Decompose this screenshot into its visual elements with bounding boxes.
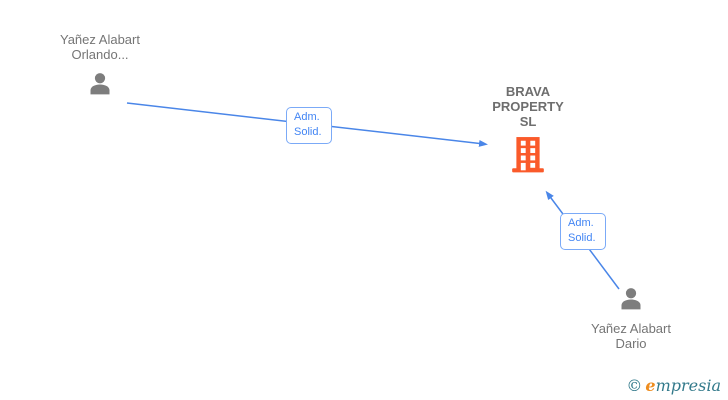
node-company-brava[interactable]: BRAVA PROPERTY SL xyxy=(486,84,570,174)
company-brava-label: BRAVA PROPERTY SL xyxy=(492,84,564,129)
person-dario-label: Yañez Alabart Dario xyxy=(591,321,671,351)
empresia-logo[interactable]: ©empresia xyxy=(626,376,721,395)
person-icon xyxy=(621,288,641,310)
empresia-logo-initial: e xyxy=(645,376,656,395)
node-person-dario[interactable]: Yañez Alabart Dario xyxy=(589,285,673,351)
copyright-icon: © xyxy=(626,376,643,395)
empresia-logo-text: mpresia xyxy=(655,376,721,395)
person-icon xyxy=(90,73,110,95)
edge-label-adm-solid-dario: Adm. Solid. xyxy=(560,213,606,250)
edge-label-adm-solid-orlando: Adm. Solid. xyxy=(286,107,332,144)
building-icon xyxy=(512,137,544,173)
node-person-orlando[interactable]: Yañez Alabart Orlando... xyxy=(58,32,142,100)
person-orlando-label: Yañez Alabart Orlando... xyxy=(60,32,140,62)
